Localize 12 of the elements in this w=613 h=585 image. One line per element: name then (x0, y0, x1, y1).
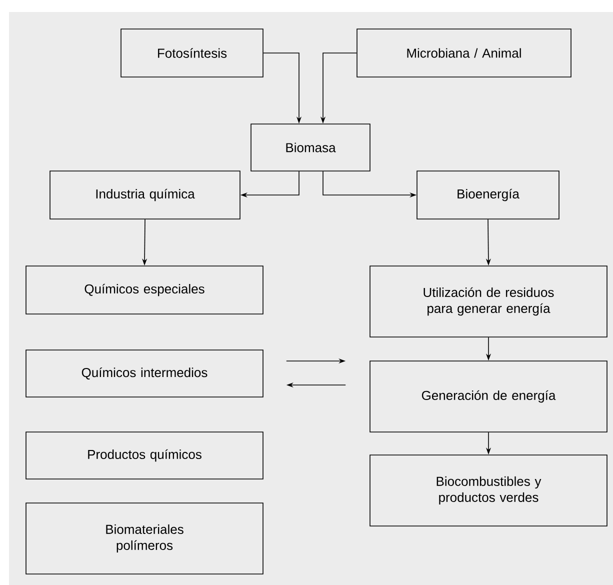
process-box: Productos químicos (26, 432, 264, 480)
process-box: Industria química (50, 170, 240, 220)
process-box: Utilización de residuos para generar energía (370, 266, 608, 338)
process-box: Biomateriales polímeros (26, 502, 264, 574)
process-box: Microbiana / Animal (356, 28, 572, 78)
process-box: Generación de energía (370, 360, 608, 432)
process-box: Biomasa (250, 124, 370, 172)
process-box: Fotosíntesis (120, 28, 264, 78)
process-box: Químicos intermedios (26, 350, 264, 398)
process-box: Químicos especiales (26, 266, 264, 314)
process-box: Bioenergía (416, 170, 560, 220)
process-box: Biocombustibles y productos verdes (370, 454, 608, 526)
